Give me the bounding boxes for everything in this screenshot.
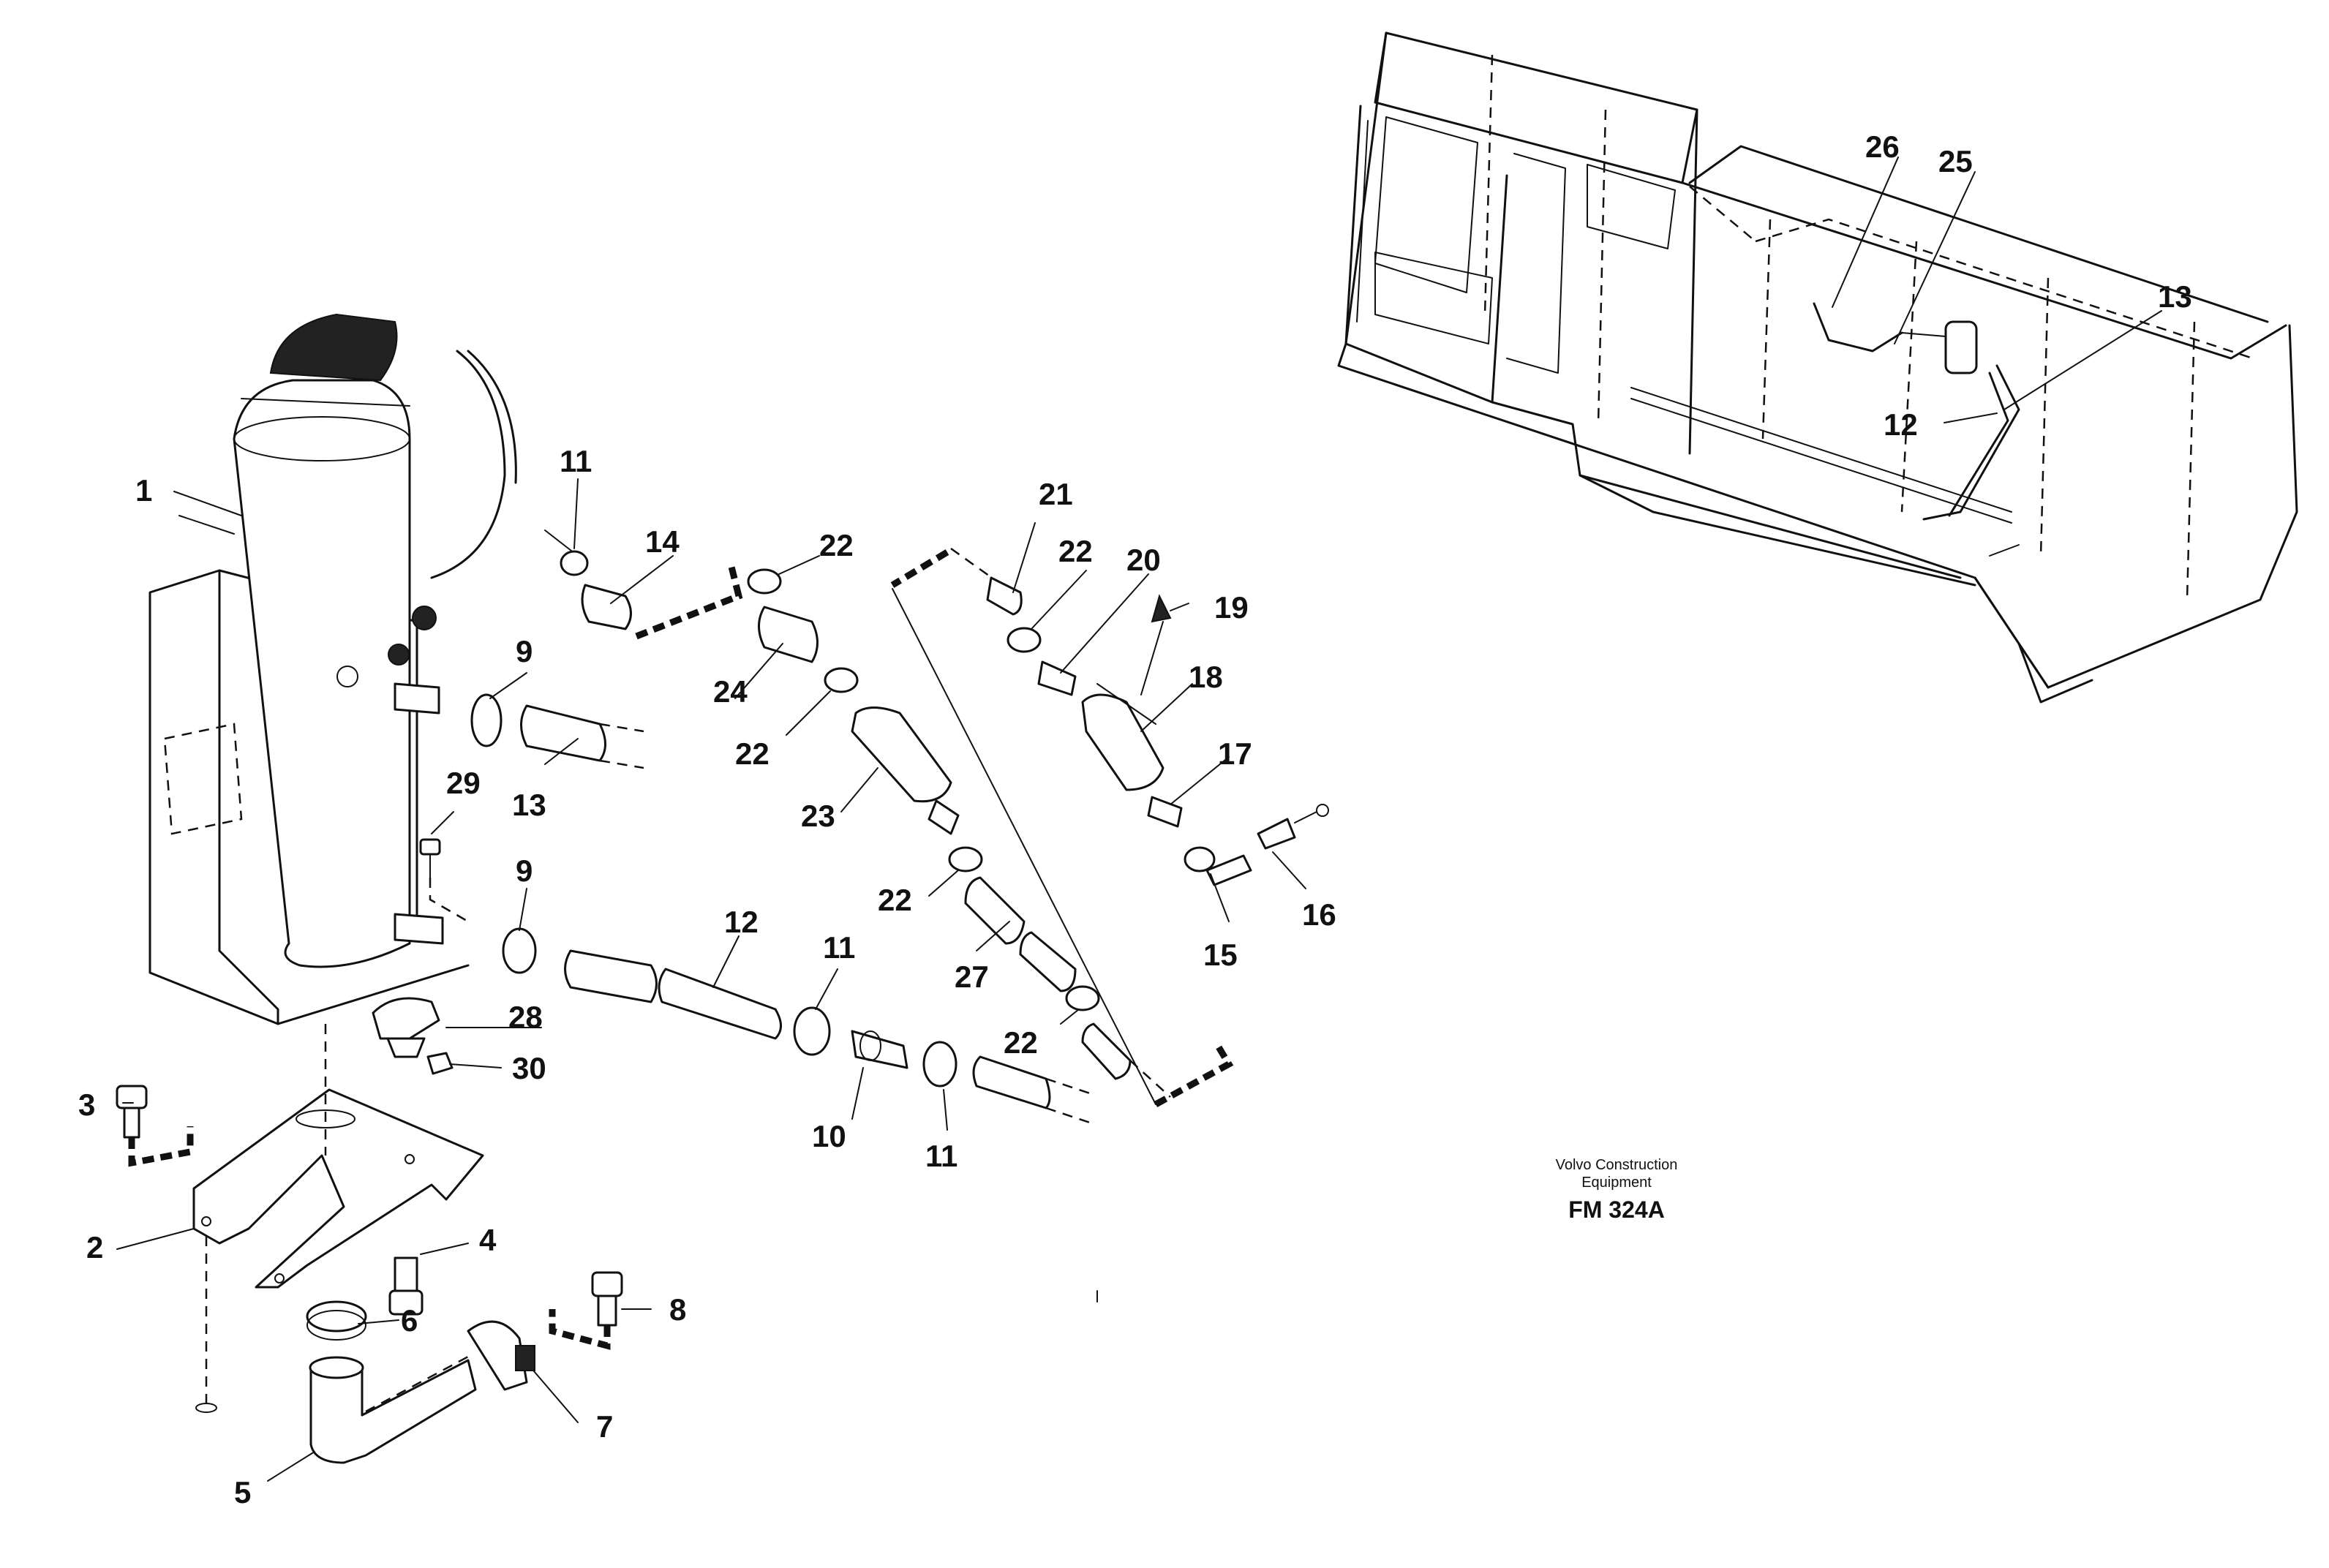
callout-27: 27: [955, 960, 989, 994]
callout-13-overview: 13: [2158, 279, 2192, 314]
publisher-name-line2: Equipment: [1581, 1175, 1652, 1191]
callout-22-b: 22: [735, 736, 770, 771]
callout-19: 19: [1214, 590, 1249, 625]
callout-4: 4: [479, 1223, 497, 1257]
hose-line-lower: [470, 693, 1091, 1124]
callout-7: 7: [596, 1409, 613, 1444]
callout-25: 25: [1938, 144, 1973, 178]
callout-1: 1: [135, 473, 152, 508]
callout-21: 21: [1039, 477, 1073, 511]
valve-assembly: [950, 547, 1329, 886]
callout-3: 3: [78, 1088, 95, 1122]
callout-numbers: 1 2 3 4 5 6 7 8 9 9 10 11 11 11 12 12 13…: [78, 129, 2192, 1509]
callout-29: 29: [446, 766, 481, 800]
callout-22-e: 22: [1058, 534, 1093, 568]
callout-16: 16: [1302, 897, 1336, 932]
callout-9-upper: 9: [516, 634, 533, 668]
callout-10: 10: [812, 1119, 846, 1153]
callout-24: 24: [713, 674, 748, 709]
callout-13: 13: [512, 788, 546, 822]
callout-6: 6: [401, 1303, 418, 1338]
callout-12-overview: 12: [1884, 407, 1918, 442]
callout-15: 15: [1203, 938, 1238, 972]
callout-20: 20: [1126, 543, 1161, 577]
bracket-and-elbow: [116, 1024, 623, 1464]
small-fasteners: [372, 838, 469, 1075]
callout-14: 14: [645, 524, 680, 559]
publisher-name-line1: Volvo Construction: [1555, 1157, 1678, 1173]
fuel-filter-line: [544, 529, 1234, 1107]
callout-22-c: 22: [878, 883, 912, 917]
excavator-overview: [1337, 31, 2298, 704]
leader-lines: [116, 478, 1306, 1482]
callout-12: 12: [724, 905, 759, 939]
callout-22-a: 22: [819, 528, 854, 562]
callout-30: 30: [512, 1051, 546, 1085]
callout-2: 2: [86, 1230, 103, 1264]
figure-code: FM 324A: [1568, 1196, 1665, 1223]
callout-22-d: 22: [1004, 1025, 1038, 1060]
callout-26: 26: [1865, 129, 1900, 164]
callout-5: 5: [234, 1475, 251, 1509]
callout-11-middle: 11: [823, 930, 855, 965]
callout-28: 28: [508, 1000, 543, 1034]
callout-17: 17: [1218, 736, 1252, 771]
heater-assembly: [148, 313, 517, 1025]
callout-18: 18: [1189, 660, 1223, 694]
callout-9-lower: 9: [516, 853, 533, 888]
callout-11-lower: 11: [925, 1139, 957, 1173]
callout-23: 23: [801, 799, 835, 833]
callout-11-upper: 11: [560, 444, 592, 478]
callout-8: 8: [669, 1292, 686, 1327]
